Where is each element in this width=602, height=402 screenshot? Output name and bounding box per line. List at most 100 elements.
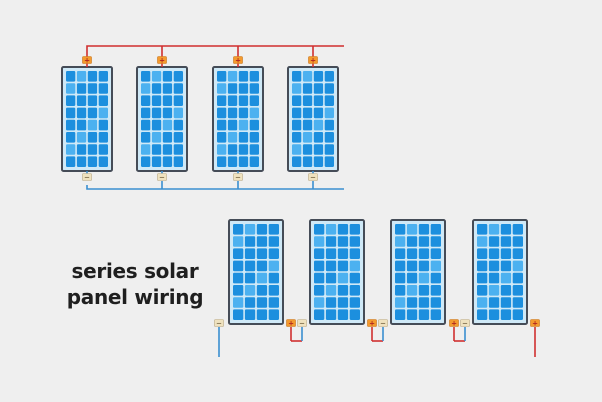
solar-cell [313, 156, 324, 167]
solar-cell [233, 309, 244, 320]
solar-cell [76, 107, 87, 119]
solar-cell [430, 297, 441, 308]
solar-cell [244, 272, 256, 284]
solar-cell [268, 236, 279, 247]
solar-cell [337, 224, 349, 235]
solar-cell [151, 132, 162, 143]
solar-cell [66, 132, 76, 143]
solar-cell [488, 236, 500, 247]
caption-line-2: panel wiring [66, 285, 204, 309]
solar-cell [314, 236, 325, 247]
plus-sign: + [84, 56, 90, 64]
solar-cell [406, 236, 418, 247]
solar-cell [268, 272, 279, 284]
terminal-box [286, 319, 296, 327]
solar-cell [406, 260, 418, 272]
solar-cell [313, 95, 324, 106]
solar-cell [87, 156, 98, 167]
solar-cell [217, 107, 227, 119]
solar-cell [141, 156, 151, 167]
solar-cell [233, 272, 244, 284]
solar-cell [395, 297, 406, 308]
solar-cell [324, 71, 334, 82]
solar-cell [238, 71, 249, 82]
solar-cell [477, 224, 488, 235]
solar-cell [244, 236, 256, 247]
solar-cell [256, 260, 268, 272]
solar-cell [512, 285, 523, 296]
solar-cell [418, 224, 430, 235]
plus-sign: + [288, 319, 294, 327]
solar-cell [314, 285, 325, 296]
solar-cell [324, 95, 334, 106]
solar-cell [98, 156, 108, 167]
solar-panel [212, 66, 264, 172]
solar-cell [76, 71, 87, 82]
solar-cell [292, 83, 302, 94]
solar-cell [337, 297, 349, 308]
solar-cell [406, 309, 418, 320]
plus-sign: + [159, 56, 165, 64]
solar-cell [313, 107, 324, 119]
solar-cell [98, 119, 108, 131]
solar-cell [233, 285, 244, 296]
solar-cell [217, 71, 227, 82]
solar-cell [349, 297, 360, 308]
solar-cell [98, 95, 108, 106]
solar-cell [87, 83, 98, 94]
solar-cell [76, 156, 87, 167]
solar-cell [325, 260, 337, 272]
terminal-box [233, 173, 243, 181]
panel-frame [309, 219, 365, 325]
solar-panel [136, 66, 188, 172]
solar-cell [302, 144, 313, 155]
solar-cell [430, 309, 441, 320]
positive-terminal: + [157, 56, 167, 64]
solar-cell [227, 132, 238, 143]
solar-cell [249, 83, 259, 94]
solar-cell [256, 224, 268, 235]
solar-cell [314, 272, 325, 284]
solar-cell [313, 144, 324, 155]
solar-cell [324, 107, 334, 119]
terminal-box [157, 56, 167, 64]
solar-cell [395, 272, 406, 284]
solar-cell [292, 132, 302, 143]
negative-bus-wire [86, 185, 344, 190]
solar-cell [313, 119, 324, 131]
solar-cell [324, 83, 334, 94]
solar-cell [244, 224, 256, 235]
solar-cell [66, 156, 76, 167]
solar-cell [500, 285, 512, 296]
solar-cell [268, 248, 279, 259]
solar-cell [430, 272, 441, 284]
solar-cell [66, 144, 76, 155]
solar-cell [302, 156, 313, 167]
solar-cell [512, 309, 523, 320]
positive-terminal: + [367, 319, 377, 327]
solar-cell [256, 236, 268, 247]
terminal-box [367, 319, 377, 327]
solar-cell [162, 156, 173, 167]
solar-cell [268, 260, 279, 272]
solar-cell [151, 144, 162, 155]
solar-cell [337, 272, 349, 284]
solar-cell [268, 297, 279, 308]
solar-cell [500, 248, 512, 259]
positive-terminal: + [308, 56, 318, 64]
solar-cell [395, 309, 406, 320]
panel-frame [212, 66, 264, 172]
solar-cell [314, 248, 325, 259]
solar-cell [418, 248, 430, 259]
solar-cell [141, 119, 151, 131]
solar-cell [512, 224, 523, 235]
solar-cell [268, 309, 279, 320]
solar-cell [500, 272, 512, 284]
solar-cell [325, 297, 337, 308]
solar-cell [227, 71, 238, 82]
solar-panel [228, 219, 284, 325]
solar-cell [87, 119, 98, 131]
solar-cell [477, 248, 488, 259]
solar-cell [173, 83, 183, 94]
